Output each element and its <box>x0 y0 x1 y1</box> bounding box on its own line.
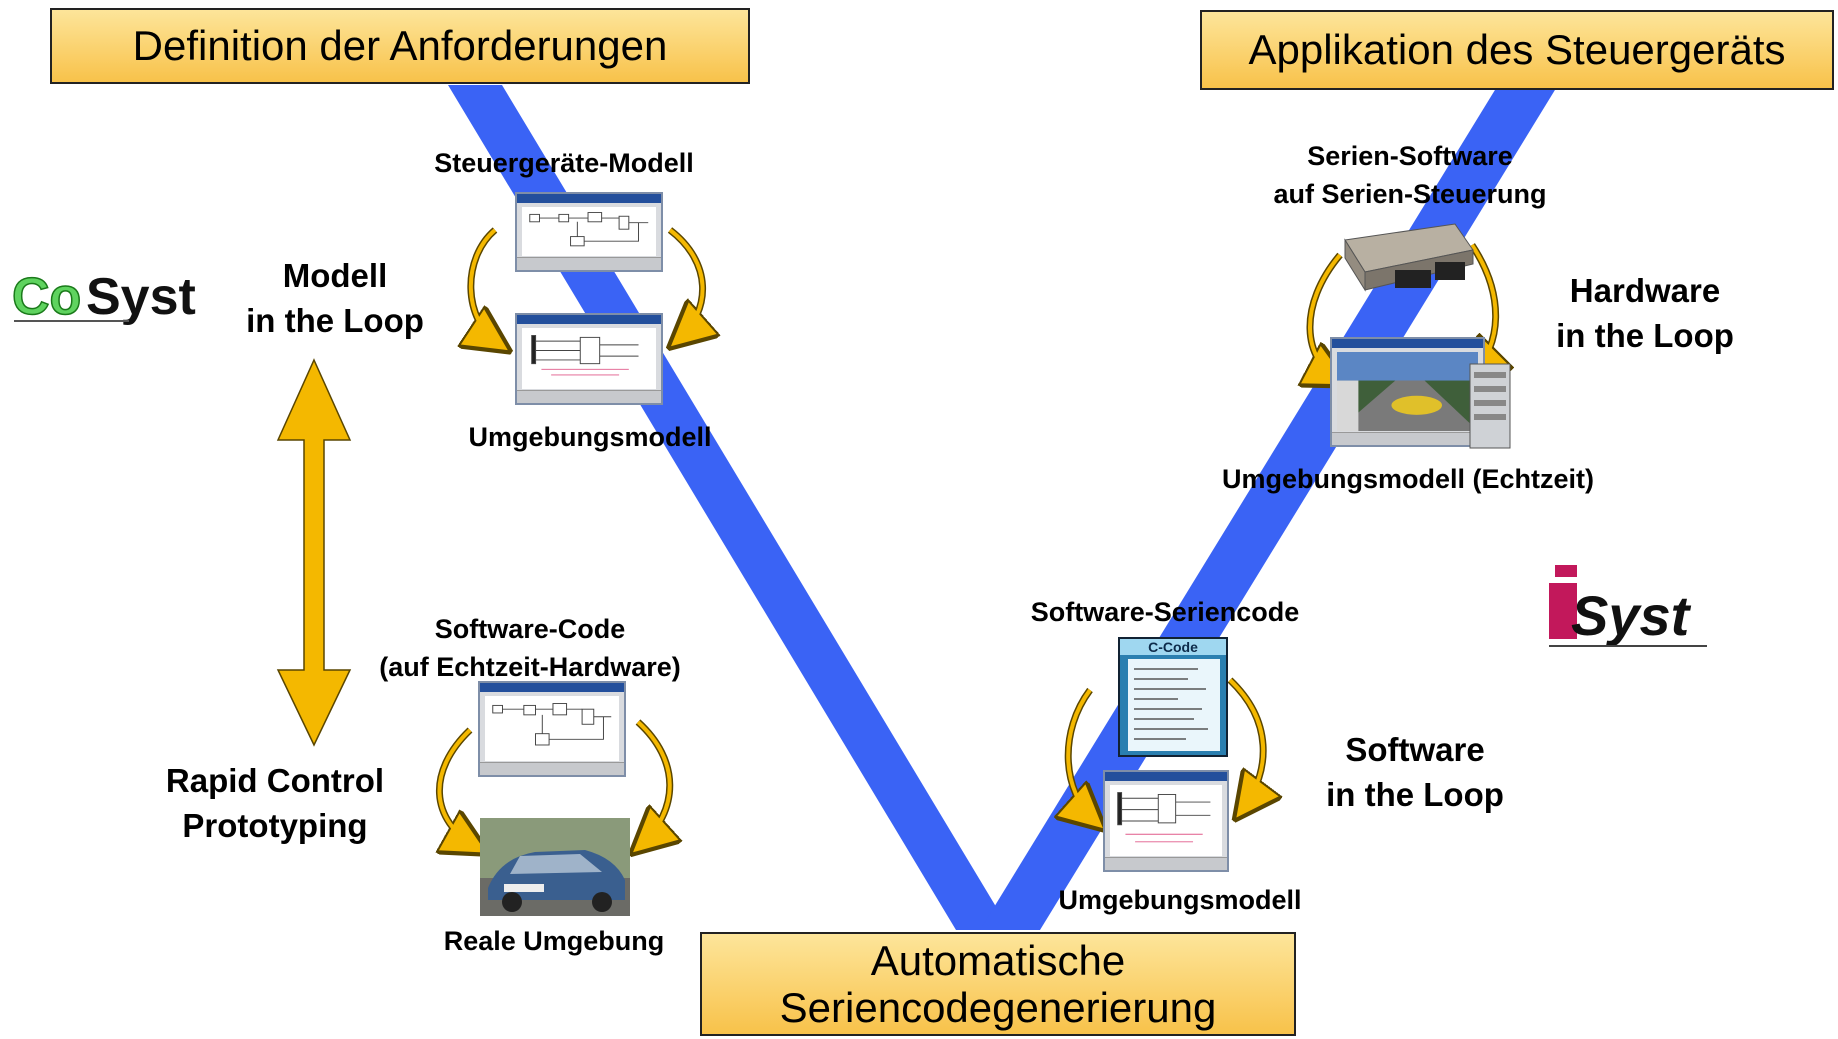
series-software-label-line2: auf Serien-Steuerung <box>1273 179 1547 209</box>
controller-model-label: Steuergeräte-Modell <box>434 148 694 178</box>
hil-simulation-screenshot <box>1330 337 1485 447</box>
hil-loop-label: Hardware in the Loop <box>1530 268 1760 358</box>
series-code-label: Software-Seriencode <box>1030 597 1300 627</box>
svg-text:Co: Co <box>12 268 81 326</box>
environment-model-screenshot-sil <box>1103 770 1229 872</box>
sil-loop-label-line2: in the Loop <box>1326 776 1504 813</box>
series-software-label-line1: Serien-Software <box>1307 141 1513 171</box>
environment-model-label-sil: Umgebungsmodell <box>1058 885 1302 915</box>
phase-codegen-box: Automatische Seriencodegenerierung <box>700 932 1296 1036</box>
mil-loop-label: Modell in the Loop <box>220 253 450 343</box>
sil-loop-label: Software in the Loop <box>1300 727 1530 817</box>
environment-model-label-hil: Umgebungsmodell (Echtzeit) <box>1221 464 1594 494</box>
isyst-logo: Syst <box>1545 565 1715 660</box>
svg-text:Syst: Syst <box>1571 584 1692 647</box>
environment-model-label-mil: Umgebungsmodell <box>468 422 712 452</box>
software-code-label-line2: (auf Echtzeit-Hardware) <box>379 652 681 682</box>
software-code-label-line1: Software-Code <box>434 614 626 644</box>
mil-rcp-double-arrow <box>276 358 352 747</box>
cosyst-logo: Co Syst <box>12 268 202 328</box>
environment-model-screenshot-mil <box>515 313 663 405</box>
phase-codegen-label-line1: Automatische <box>870 936 1126 984</box>
controller-model-screenshot <box>515 192 663 272</box>
series-controller-ecu-image <box>1335 220 1477 298</box>
c-code-title: C-Code <box>1120 639 1226 655</box>
mil-loop-arrow-left <box>471 227 500 345</box>
phase-definition-box: Definition der Anforderungen <box>50 8 750 84</box>
phase-application-label: Applikation des Steuergeräts <box>1248 26 1786 74</box>
rcp-loop-arrow-left <box>439 727 478 848</box>
rcp-loop-label-line1: Rapid Control <box>165 762 385 799</box>
mil-loop-label-line1: Modell <box>282 257 388 294</box>
phase-codegen-label-line2: Seriencodegenerierung <box>779 984 1217 1031</box>
c-code-document: C-Code <box>1118 637 1228 757</box>
phase-definition-label: Definition der Anforderungen <box>132 22 668 70</box>
software-code-screenshot <box>478 681 626 777</box>
rcp-loop-label-line2: Prototyping <box>182 807 368 844</box>
real-environment-label: Reale Umgebung <box>443 926 665 956</box>
real-environment-car-photo <box>480 818 630 916</box>
hil-loop-label-line1: Hardware <box>1569 272 1721 309</box>
svg-text:Syst: Syst <box>86 268 196 326</box>
v-band-left-branch <box>448 85 1010 930</box>
mil-loop-label-line2: in the Loop <box>246 302 424 339</box>
series-software-label: Serien-Software auf Serien-Steuerung <box>1220 137 1600 213</box>
software-code-label: Software-Code (auf Echtzeit-Hardware) <box>340 610 720 686</box>
phase-application-box: Applikation des Steuergeräts <box>1200 10 1834 90</box>
sil-loop-label-line1: Software <box>1345 731 1485 768</box>
hil-loop-label-line2: in the Loop <box>1556 317 1734 354</box>
hil-test-rack-image <box>1468 362 1512 450</box>
rcp-loop-label: Rapid Control Prototyping <box>140 758 410 848</box>
